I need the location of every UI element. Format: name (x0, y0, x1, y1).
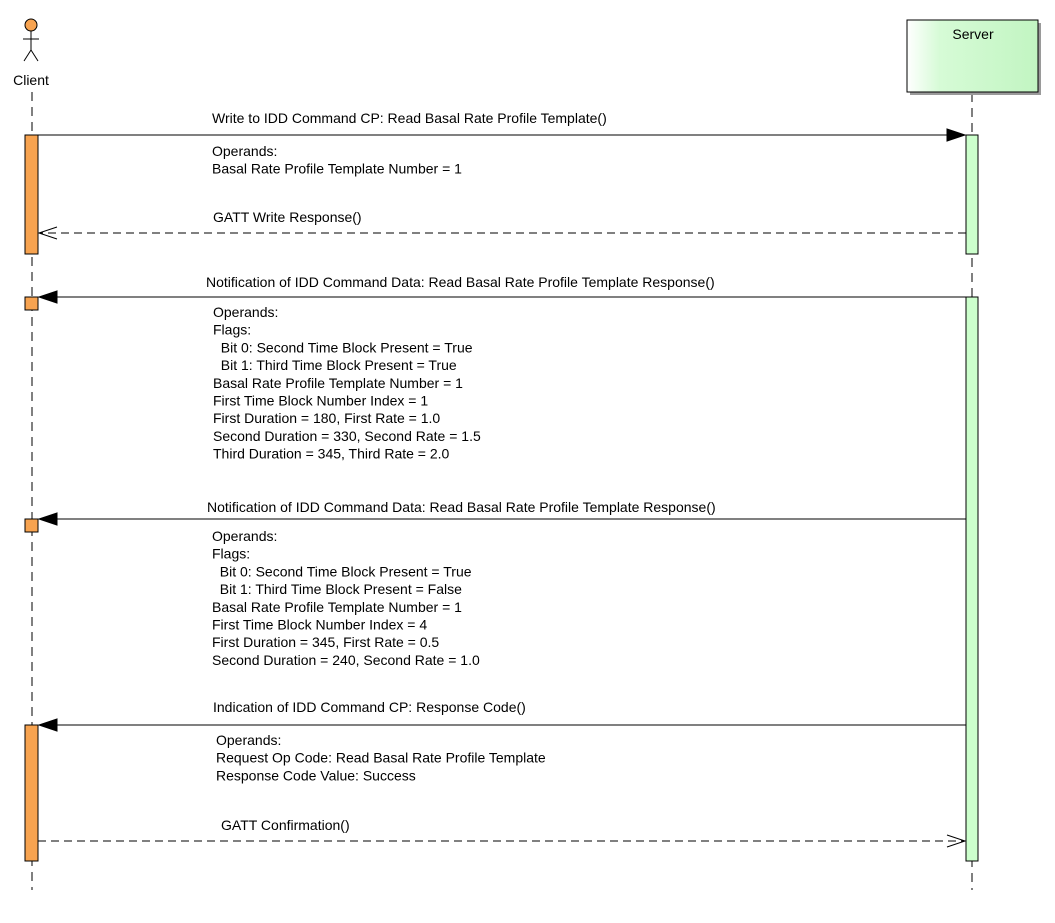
message-note-line: Request Op Code: Read Basal Rate Profile… (216, 750, 546, 766)
client-activation-bar (24, 134, 39, 255)
message-note-line: First Duration = 345, First Rate = 0.5 (212, 634, 439, 650)
message-note-line: First Duration = 180, First Rate = 1.0 (213, 410, 440, 426)
message-label: GATT Confirmation() (221, 817, 350, 833)
message-arrowhead-open (37, 226, 58, 240)
client-actor-icon (23, 18, 39, 62)
server-label: Server (952, 26, 994, 42)
message-note-line: Operands: (213, 304, 278, 320)
message-note-line: Basal Rate Profile Template Number = 1 (212, 599, 462, 615)
message-note-line: Operands: (216, 732, 281, 748)
client-activation-bar (24, 724, 39, 862)
message-note-line: Response Code Value: Success (216, 767, 416, 783)
message-arrowhead-filled (37, 290, 58, 304)
server-activation-bar (965, 134, 979, 255)
message-note-line: Bit 0: Second Time Block Present = True (213, 339, 473, 355)
message-note-line: Bit 1: Third Time Block Present = False (212, 581, 462, 597)
message-label: Notification of IDD Command Data: Read B… (207, 499, 716, 515)
message-note-line: Basal Rate Profile Template Number = 1 (212, 161, 462, 177)
message-note-line: Flags: (212, 546, 250, 562)
client-activation-bar (24, 296, 39, 311)
message-note-line: Operands: (212, 528, 277, 544)
message-label: Indication of IDD Command CP: Response C… (213, 699, 526, 715)
message-arrowhead-filled (37, 718, 58, 732)
message-note-line: Bit 0: Second Time Block Present = True (212, 563, 472, 579)
client-activation-bar (24, 518, 39, 533)
message-note-line: Third Duration = 345, Third Rate = 2.0 (213, 446, 450, 462)
message-note-line: Basal Rate Profile Template Number = 1 (213, 375, 463, 391)
message-label: GATT Write Response() (213, 209, 362, 225)
message-note-line: Second Duration = 240, Second Rate = 1.0 (212, 652, 480, 668)
message-arrowhead-filled (946, 128, 967, 142)
message-arrowhead-open (946, 834, 967, 848)
message-note-line: First Time Block Number Index = 1 (213, 393, 428, 409)
message-label: Notification of IDD Command Data: Read B… (206, 274, 715, 290)
client-label: Client (13, 72, 49, 88)
server-activation-bar (965, 296, 979, 862)
messages: Write to IDD Command CP: Read Basal Rate… (37, 110, 967, 848)
message-label: Write to IDD Command CP: Read Basal Rate… (212, 110, 607, 126)
message-note-line: Flags: (213, 322, 251, 338)
message-note-line: Second Duration = 330, Second Rate = 1.5 (213, 428, 481, 444)
message-note-line: First Time Block Number Index = 4 (212, 617, 427, 633)
message-note-line: Bit 1: Third Time Block Present = True (213, 357, 457, 373)
server-box (906, 19, 1041, 95)
message-note-line: Operands: (212, 143, 277, 159)
message-arrowhead-filled (37, 512, 58, 526)
